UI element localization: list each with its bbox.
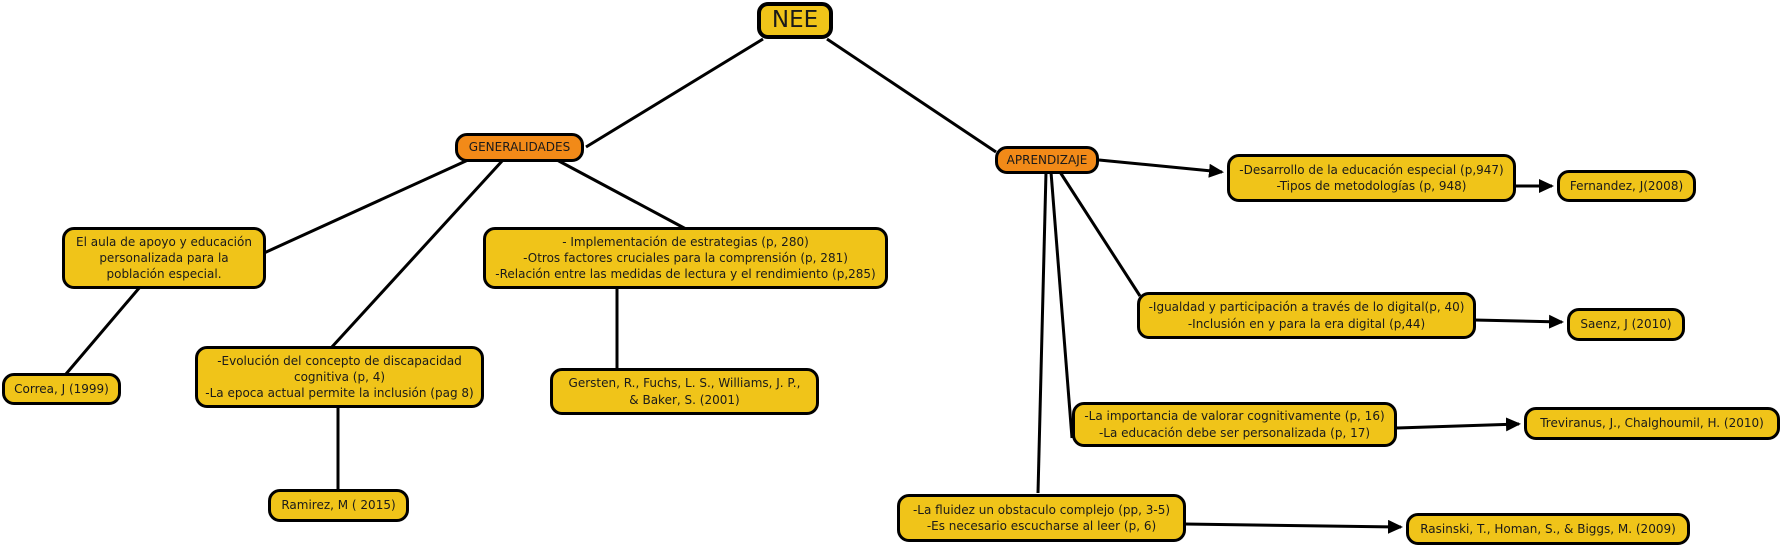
connector-nee-aprendizaje [826, 37, 997, 154]
node-desarrollo-educacion[interactable]: -Desarrollo de la educación especial (p,… [1227, 154, 1516, 202]
node-nee[interactable]: NEE [757, 2, 833, 39]
node-aprendizaje[interactable]: APRENDIZAJE [995, 146, 1099, 174]
node-implementacion-estrategias[interactable]: - Implementación de estrategias (p, 280)… [483, 227, 888, 289]
connector-fluidez-rasinski [1183, 519, 1403, 534]
connector-aprendizaje-importancia [1049, 171, 1074, 439]
node-ref-ramirez[interactable]: Ramirez, M ( 2015) [268, 489, 409, 522]
node-aula-de-apoyo[interactable]: El aula de apoyo y educación personaliza… [62, 227, 266, 289]
connector-generalidades-implementacion [556, 158, 687, 231]
node-ref-treviranus[interactable]: Treviranus, J., Chalghoumil, H. (2010) [1524, 407, 1780, 440]
connector-nee-generalidades [585, 37, 764, 149]
node-ref-correa[interactable]: Correa, J (1999) [2, 373, 121, 405]
connector-aprendizaje-igualdad [1058, 171, 1142, 297]
node-ref-saenz[interactable]: Saenz, J (2010) [1567, 308, 1685, 341]
node-ref-fernandez[interactable]: Fernandez, J(2008) [1557, 170, 1696, 202]
node-generalidades[interactable]: GENERALIDADES [455, 133, 584, 162]
node-ref-rasinski[interactable]: Rasinski, T., Homan, S., & Biggs, M. (20… [1406, 513, 1690, 545]
node-fluidez-obstaculo[interactable]: -La fluidez un obstaculo complejo (pp, 3… [897, 494, 1186, 542]
connector-aprendizaje-desarrollo [1098, 158, 1224, 178]
node-igualdad-digital[interactable]: -Igualdad y participación a través de lo… [1137, 292, 1476, 339]
node-importancia-valorar[interactable]: -La importancia de valorar cognitivament… [1072, 402, 1397, 447]
connector-importancia-treviranus [1395, 417, 1521, 432]
connector-aula-correa [64, 286, 142, 375]
connector-generalidades-evolucion [329, 158, 505, 350]
node-ref-gersten[interactable]: Gersten, R., Fuchs, L. S., Williams, J. … [550, 368, 819, 415]
node-evolucion-concepto[interactable]: -Evolución del concepto de discapacidad … [195, 346, 484, 408]
connector-aprendizaje-fluidez [1036, 171, 1048, 494]
connector-igualdad-saenz [1473, 314, 1564, 329]
connector-generalidades-aula [263, 158, 469, 255]
